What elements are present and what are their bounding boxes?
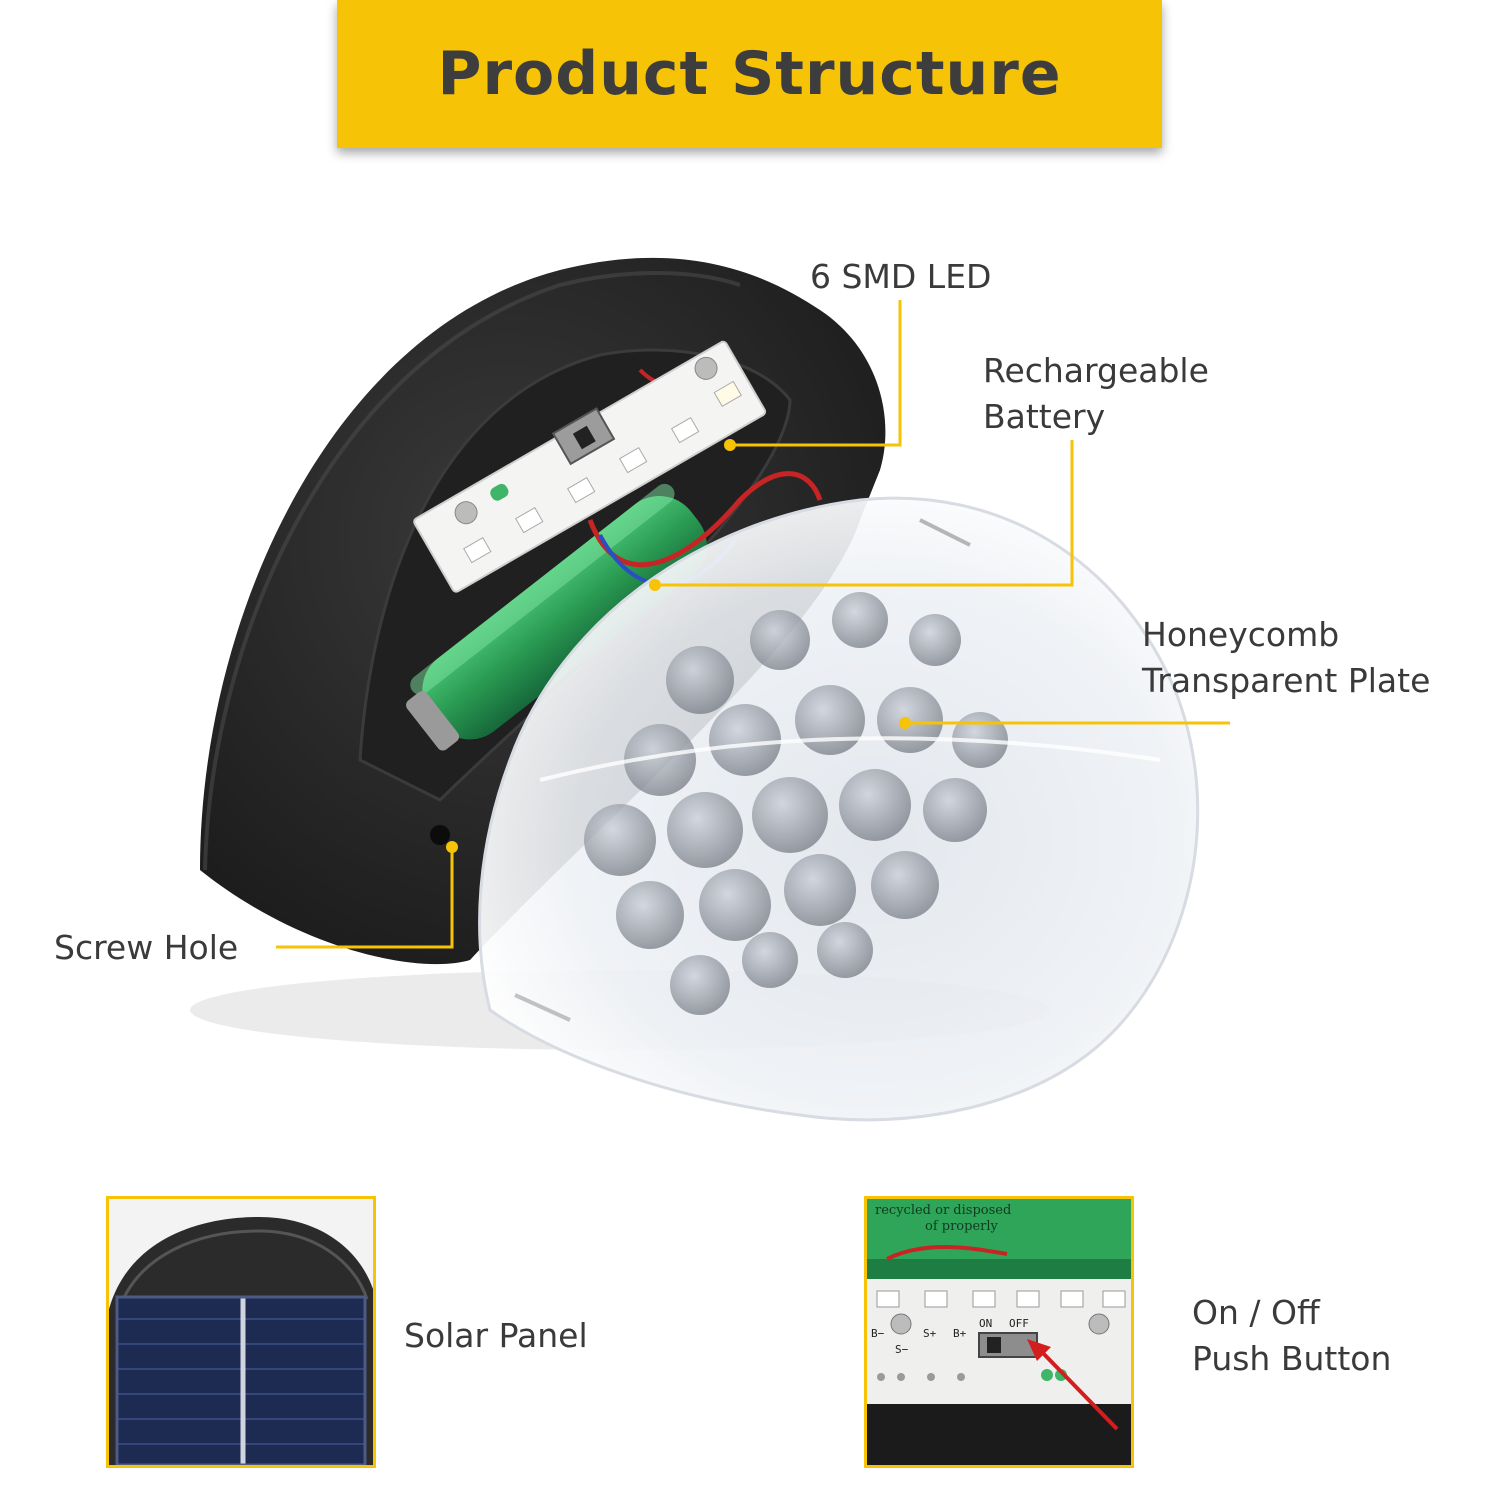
screw-leader-line [276, 847, 454, 949]
switch-image [867, 1199, 1131, 1465]
callout-lines [276, 300, 1230, 949]
battery-print-line1: recycled or disposed [875, 1203, 1012, 1218]
callout-dots [446, 439, 911, 853]
switch-inset: recycled or disposed of properly B− S− S… [864, 1196, 1134, 1468]
pcb-mark-b-plus: B+ [953, 1327, 967, 1340]
led-leader-line [730, 300, 902, 447]
label-switch-line1: On / Off [1192, 1293, 1320, 1332]
screw-hole [430, 825, 450, 845]
pcb-mark-b-minus: B− [871, 1327, 885, 1340]
label-switch-line2: Push Button [1192, 1339, 1392, 1378]
pcb-mark-s-minus: S− [895, 1343, 909, 1356]
pcb-mark-off: OFF [1009, 1317, 1029, 1330]
label-plate-line2: Transparent Plate [1142, 661, 1431, 700]
battery [406, 483, 707, 751]
wire-red [587, 471, 823, 568]
pcb-mark-s-plus: S+ [923, 1327, 937, 1340]
label-screw-hole: Screw Hole [54, 928, 239, 967]
led-pcb [413, 340, 767, 593]
page-title: Product Structure [437, 39, 1062, 109]
label-plate-line1: Honeycomb [1142, 615, 1340, 654]
label-battery-line1: Rechargeable [983, 351, 1209, 390]
label-solar-panel: Solar Panel [404, 1316, 588, 1355]
title-banner: Product Structure [337, 0, 1162, 148]
solar-panel-image [109, 1199, 373, 1465]
battery-leader-line [655, 440, 1074, 587]
label-battery-line2: Battery [983, 397, 1106, 436]
label-smd-led: 6 SMD LED [810, 257, 992, 296]
battery-print-line2: of properly [925, 1219, 998, 1234]
honeycomb-plate [478, 496, 1200, 1122]
pcb-mark-on: ON [979, 1317, 993, 1330]
solar-panel-inset [106, 1196, 376, 1468]
